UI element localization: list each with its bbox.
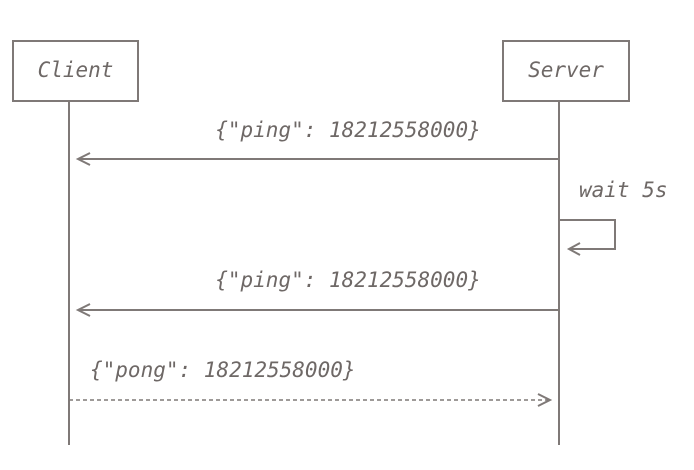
- arrowhead-left-icon: [566, 242, 581, 256]
- arrowhead-left-icon: [75, 303, 91, 317]
- self-loop-line: [559, 219, 616, 250]
- client-participant: Client: [12, 40, 139, 102]
- message-label: {"pong": 18212558000}: [90, 358, 356, 382]
- client-box: [12, 40, 139, 102]
- client-label: Client: [38, 58, 114, 82]
- message-label: {"ping": 18212558000}: [215, 268, 481, 292]
- message-ping-1: {"ping": 18212558000}: [75, 118, 559, 166]
- message-label: wait 5s: [579, 178, 668, 202]
- message-label: {"ping": 18212558000}: [215, 118, 481, 142]
- server-participant: Server: [502, 40, 630, 102]
- message-self-wait: wait 5s: [559, 178, 668, 256]
- server-box: [502, 40, 630, 102]
- server-label: Server: [528, 58, 604, 82]
- arrowhead-left-icon: [75, 152, 91, 166]
- message-pong: {"pong": 18212558000}: [69, 358, 553, 407]
- arrowhead-right-icon: [537, 393, 553, 407]
- message-ping-2: {"ping": 18212558000}: [75, 268, 559, 317]
